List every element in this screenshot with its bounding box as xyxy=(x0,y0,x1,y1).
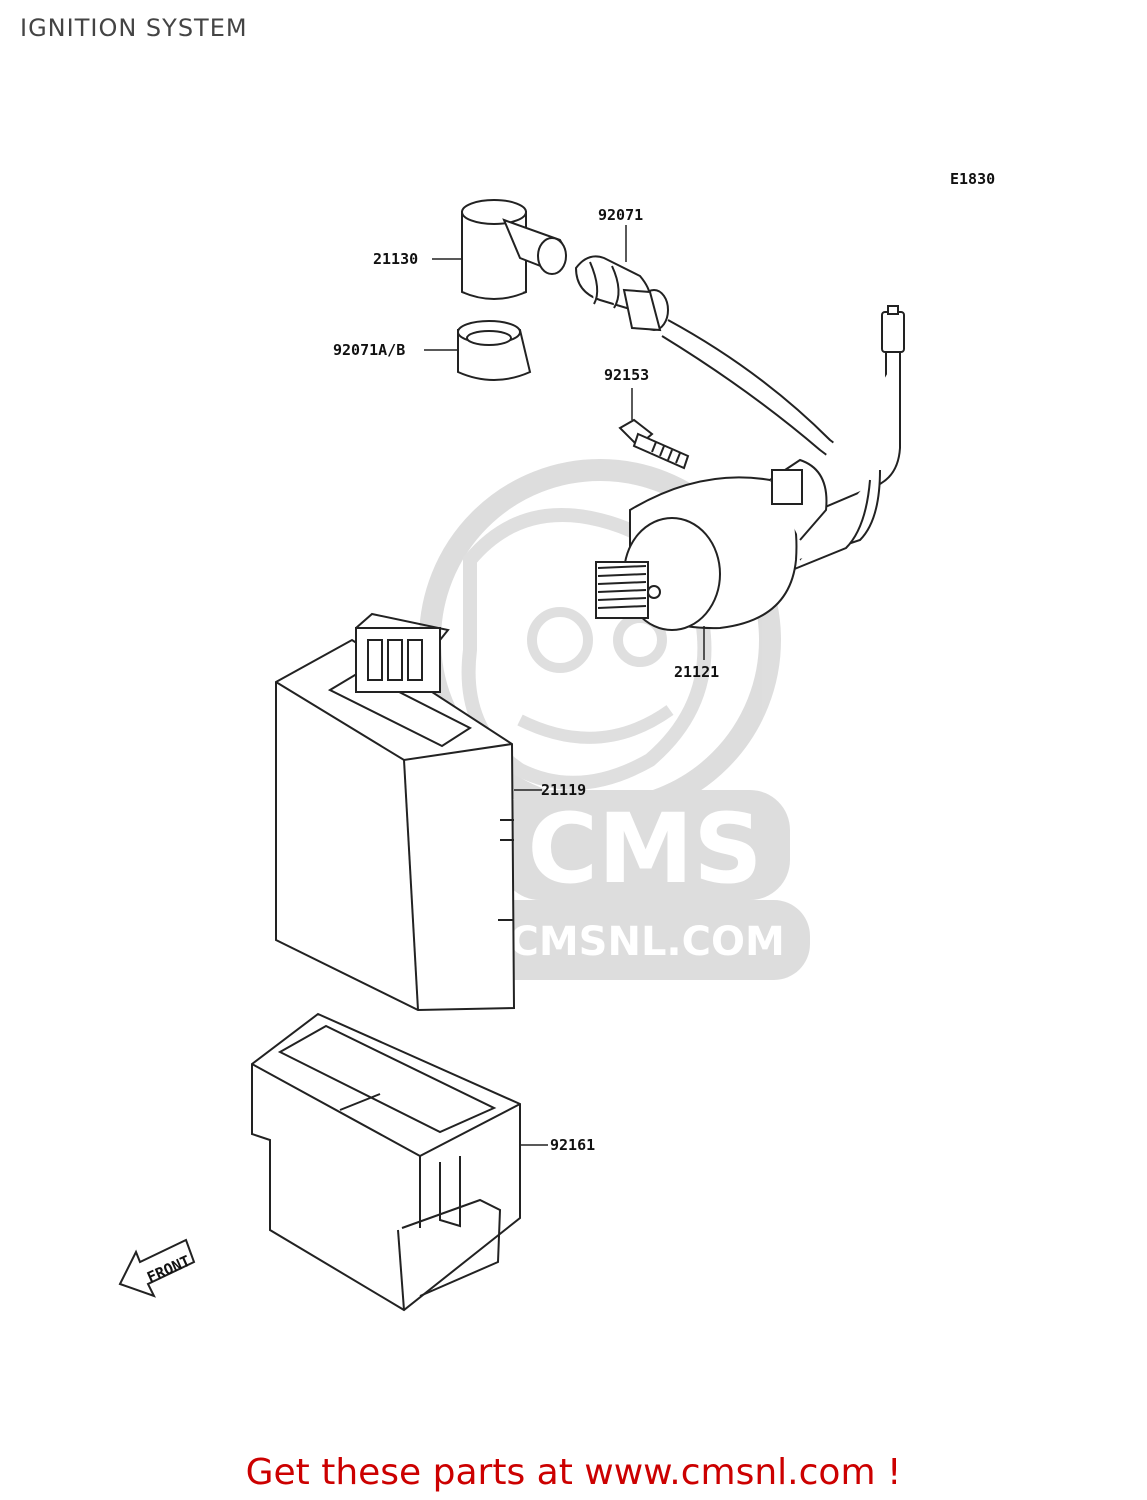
label-92071ab: 92071A/B xyxy=(333,341,405,359)
part-92153-bolt xyxy=(618,418,690,470)
diagram-code: E1830 xyxy=(950,170,995,188)
label-21121: 21121 xyxy=(674,663,719,681)
label-92153: 92153 xyxy=(604,366,649,384)
front-arrow-icon: FRONT xyxy=(118,1238,196,1298)
label-92071: 92071 xyxy=(598,206,643,224)
label-21119: 21119 xyxy=(541,781,586,799)
label-21130: 21130 xyxy=(373,250,418,268)
part-21119-cdi-box xyxy=(275,612,516,1012)
primary-wires-connector xyxy=(791,305,905,571)
part-92161-case xyxy=(251,1012,521,1312)
label-92161: 92161 xyxy=(550,1136,595,1154)
part-21121-ignition-coil xyxy=(595,458,828,631)
get-parts-link[interactable]: Get these parts at www.cmsnl.com ! xyxy=(245,1452,902,1493)
page-title: IGNITION SYSTEM xyxy=(20,14,248,42)
watermark-logo-text: CMS xyxy=(527,793,762,905)
part-92071-boot xyxy=(574,255,669,332)
part-92071ab-seal xyxy=(457,320,532,381)
part-21130-plug-cap xyxy=(461,199,567,300)
